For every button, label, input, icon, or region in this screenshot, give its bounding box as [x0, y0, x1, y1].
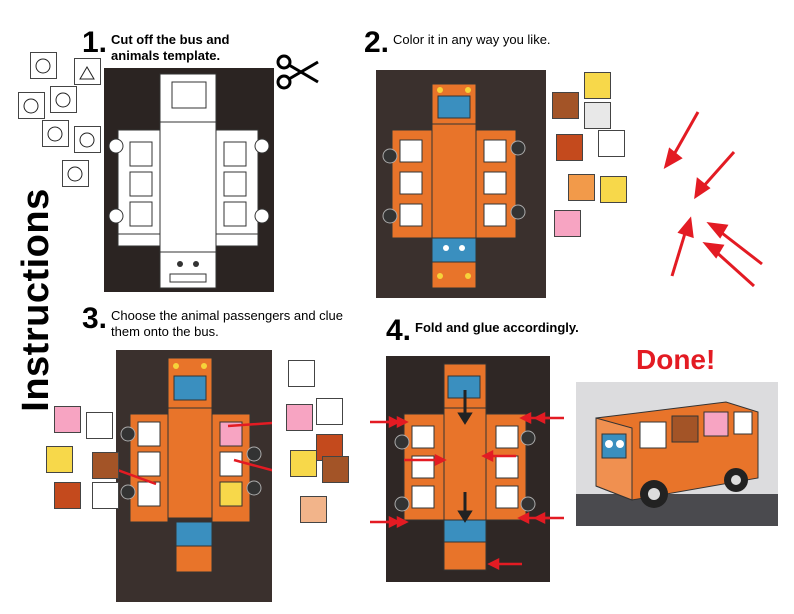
pig-passenger-icon [54, 406, 81, 433]
scissors-icon [276, 54, 320, 90]
horse-passenger-icon [92, 452, 119, 479]
duck-passenger-icon [46, 446, 73, 473]
step-1-photo [104, 68, 274, 292]
dog-colored-icon [584, 72, 611, 99]
dog-icon [30, 52, 57, 79]
step-1-text: Cut off the bus and animals template. [111, 32, 230, 63]
deer-passenger-icon [92, 482, 119, 509]
step-2-photo [376, 70, 546, 298]
step-2-header: 2. Color it in any way you like. [364, 28, 554, 58]
step-3-number: 3. [82, 302, 108, 335]
horse-2-passenger-icon [322, 456, 349, 483]
horse-colored-icon [552, 92, 579, 119]
step-1-number: 1. [82, 26, 108, 59]
step-1-header: 1. Cut off the bus and animals template. [82, 28, 272, 64]
chicken-icon [42, 120, 69, 147]
pig-colored-icon [554, 210, 581, 237]
pig-2-passenger-icon [286, 404, 313, 431]
done-label: Done! [636, 344, 716, 375]
step-2-text: Color it in any way you like. [393, 32, 551, 47]
cow-colored-icon [584, 102, 611, 129]
step-3-photo [116, 350, 272, 602]
chicken-colored-icon [556, 134, 583, 161]
raccoon-passenger-icon [316, 398, 343, 425]
step-4-photo [386, 356, 550, 582]
cow-icon [62, 160, 89, 187]
duck-icon [74, 126, 101, 153]
duck-2-passenger-icon [290, 450, 317, 477]
step-4-fold-arrows [370, 410, 564, 530]
cat-colored-icon [568, 174, 595, 201]
step-3-header: 3. Choose the animal passengers and clue… [82, 304, 352, 340]
step-3-text: Choose the animal passengers and clue th… [111, 308, 344, 339]
step-4-header: 4. Fold and glue accordingly. [386, 316, 646, 346]
finished-bus-photo [576, 382, 778, 526]
pig-icon [18, 92, 45, 119]
lion-passenger-icon [300, 496, 327, 523]
cat-passenger-icon [288, 360, 315, 387]
cow-2-colored-icon [598, 130, 625, 157]
duck-colored-icon [600, 176, 627, 203]
raccoon-icon [50, 86, 77, 113]
step-4-text: Fold and glue accordingly. [415, 320, 579, 335]
decorative-arrows [658, 108, 770, 292]
instructions-title: Instructions [15, 188, 57, 412]
chicken-passenger-icon [54, 482, 81, 509]
step-4-number: 4. [386, 314, 412, 347]
step-2-number: 2. [364, 26, 390, 59]
deer-icon [74, 58, 101, 85]
cow-passenger-icon [86, 412, 113, 439]
